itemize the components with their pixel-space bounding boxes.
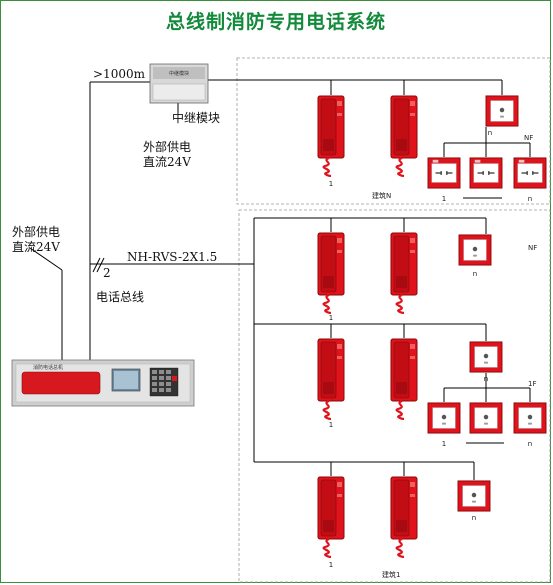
device-index-label: 1 [329,180,333,188]
device-index-label: 1 [442,195,446,203]
telephone-jack-icon [469,341,503,373]
telephone-handset-icon [390,232,418,314]
telephone-jack-icon [427,402,461,434]
telephone-jack-icon [513,157,547,189]
device-index-label: 1 [442,440,446,448]
device-index-label: n [488,129,492,137]
host-telephone-panel: 消防电话总机 [11,359,195,407]
device-index-label: 1 [329,314,333,322]
device-index-label: 1 [329,421,333,429]
floor-nf-label: NF [528,244,537,252]
telephone-jack-icon [458,234,492,266]
device-index-label: 1 [329,561,333,569]
telephone-jack-icon [427,157,461,189]
telephone-handset-icon [317,232,345,314]
floor-nf-label: NF [524,134,533,142]
building-1-box [238,209,551,583]
telephone-handset-icon [390,476,418,558]
host-power-label-line2: 直流24V [12,240,60,254]
relay-power-label-line2: 直流24V [143,155,191,169]
telephone-handset-icon [390,338,418,420]
relay-module-face-label: 中继模块 [169,70,189,77]
device-index-label: n [484,375,488,383]
telephone-handset-icon [317,476,345,558]
telephone-jack-icon [469,402,503,434]
distance-label: >1000m [93,67,146,81]
building-1-label: 建筑1 [382,570,400,579]
telephone-bus-wiring [29,79,531,480]
device-index-label: n [528,195,532,203]
telephone-jack-icon [469,157,503,189]
telephone-jack-icon [513,402,547,434]
telephone-handset-icon [317,95,345,177]
relay-power-label-line1: 外部供电 [143,139,191,154]
diagram-title: 总线制消防专用电话系统 [166,10,386,33]
relay-module: 中继模块 [149,63,209,104]
building-n-box [236,57,551,205]
bus-name-label: 电话总线 [96,290,144,304]
cable-spec-label: NH-RVS-2X1.5 [127,250,217,264]
telephone-jack-icon [457,480,491,512]
floor-1f-label: 1F [528,380,536,388]
host-power-label-line1: 外部供电 [12,224,60,239]
telephone-handset-icon [317,338,345,420]
device-index-label: n [472,514,476,522]
host-panel-label: 消防电话总机 [33,364,63,371]
telephone-handset-icon [390,95,418,177]
building-n-label: 建筑N [372,191,391,200]
device-index-label: n [473,270,477,278]
cable-count-label: 2 [103,266,111,280]
device-index-label: n [528,440,532,448]
relay-module-label: 中继模块 [172,110,220,125]
telephone-jack-icon [485,95,519,127]
